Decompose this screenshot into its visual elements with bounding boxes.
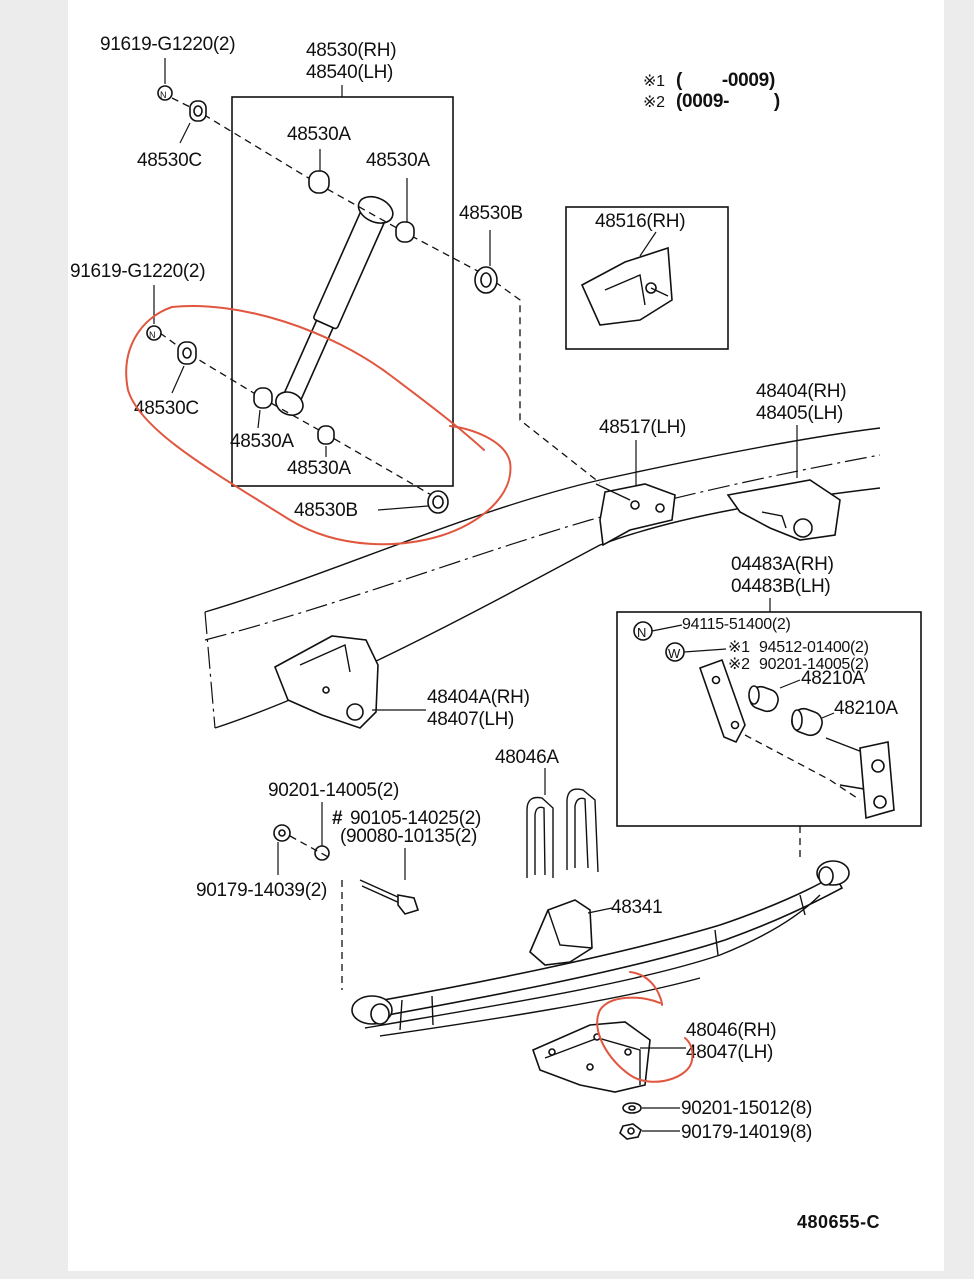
shackle-plate: [698, 658, 746, 744]
cushion-c-mid: [177, 341, 197, 365]
shackle-nut-label: 94115-51400(2): [682, 616, 790, 633]
bracket-48516: [580, 246, 673, 326]
nut-90179: [273, 824, 291, 842]
washer-8-label: 90201-15012(8): [681, 1098, 812, 1119]
cushion-c-top-label: 48530C: [137, 150, 202, 171]
cushion-a-2-label: 48530A: [366, 150, 430, 171]
retainer-b-bottom-label: 48530B: [294, 500, 358, 521]
cushion-a-4: [317, 425, 335, 445]
bolt-top-label: 91619-G1220(2): [100, 34, 235, 55]
cushion-a-1: [308, 170, 330, 194]
washer-90201-15012: [622, 1102, 642, 1114]
bushing-48210a-2: [791, 707, 823, 737]
hanger-lh-label: 48405(LH): [756, 403, 843, 424]
note-2-mark: ※2: [643, 94, 665, 111]
seat-lh-label: 48047(LH): [686, 1042, 773, 1063]
bushing-48210a-1: [748, 685, 779, 713]
leaf-spring: [351, 860, 850, 1037]
cushion-a-3-label: 48530A: [230, 431, 294, 452]
diagram-sheet: [68, 0, 944, 1271]
retainer-b-top: [474, 266, 498, 294]
figure-code: 480655-C: [797, 1212, 880, 1232]
shackle-rh-label: 04483A(RH): [731, 554, 834, 575]
front-hanger: [273, 635, 379, 729]
absorber-lh-label: 48540(LH): [306, 62, 393, 83]
shock-absorber: [275, 195, 394, 416]
bolt-90105-label: 90105-14025(2): [350, 808, 481, 829]
shackle-n-mark: N: [633, 621, 653, 641]
shackle-w-mark: W: [665, 642, 685, 662]
rear-hanger: [726, 479, 841, 541]
bushing-2-label: 48210A: [834, 698, 898, 719]
bolt-hash-mark: #: [332, 808, 343, 829]
retainer-b-top-label: 48530B: [459, 203, 523, 224]
shackle-washer2-mark: ※2: [728, 656, 750, 673]
cushion-a-3: [253, 387, 273, 409]
shackle-bolt-plate: [825, 737, 895, 820]
absorber-rh-label: 48530(RH): [306, 40, 396, 61]
bracket-48516-label: 48516(RH): [595, 211, 685, 232]
cushion-a-1-label: 48530A: [287, 124, 351, 145]
svg-text:W: W: [668, 646, 681, 661]
notes-legend: ※1 ( -0009) ※2 (0009- ): [643, 70, 780, 112]
nut-90179-14019: [619, 1123, 642, 1140]
seat-rh-label: 48046(RH): [686, 1020, 776, 1041]
cushion-c-mid-label: 48530C: [134, 398, 199, 419]
note-1-mark: ※1: [643, 73, 665, 90]
svg-text:N: N: [160, 90, 167, 100]
shackle-washer-label: 94512-01400(2): [759, 639, 869, 656]
bolt-mid-nut: N: [146, 325, 162, 341]
red-annotation-shock: [125, 305, 512, 546]
bolt-top-nut: N: [157, 85, 173, 101]
front-hanger-rh-label: 48404A(RH): [427, 687, 530, 708]
note-1-text: ( -0009): [676, 70, 775, 91]
note-2-text: (0009- ): [676, 91, 780, 112]
cushion-a-4-label: 48530A: [287, 458, 351, 479]
hanger-rh-label: 48404(RH): [756, 381, 846, 402]
red-annotation-seat: [596, 971, 694, 1083]
u-bolt-1: [526, 796, 554, 878]
shackle-box: [616, 611, 922, 827]
nut-8-label: 90179-14019(8): [681, 1122, 812, 1143]
bracket-48517: [595, 483, 676, 547]
bolt-mid-label: 91619-G1220(2): [70, 261, 205, 282]
shackle-washer-mark: ※1: [728, 639, 750, 656]
svg-text:N: N: [149, 330, 156, 340]
spacer-48341-label: 48341: [611, 897, 662, 918]
bushing-1-label: 48210A: [801, 668, 865, 689]
cushion-c-top: [189, 100, 207, 122]
spring-seat: [532, 1021, 651, 1093]
bracket-48516-box: [565, 206, 729, 350]
nut-90179-label: 90179-14039(2): [196, 880, 327, 901]
svg-text:N: N: [637, 625, 646, 640]
bracket-48517-label: 48517(LH): [599, 417, 686, 438]
shackle-washer2-label: 90201-14005(2): [759, 656, 869, 673]
washer-90201-label: 90201-14005(2): [268, 780, 399, 801]
retainer-b-bottom: [427, 490, 449, 514]
shackle-lh-label: 04483B(LH): [731, 576, 830, 597]
u-bolt-2: [566, 788, 599, 873]
ubolt-label: 48046A: [495, 747, 559, 768]
front-hanger-lh-label: 48407(LH): [427, 709, 514, 730]
spacer-48341: [529, 899, 593, 966]
bolt-90080-label: (90080-10135(2): [340, 826, 477, 847]
bolt-90105: [359, 879, 420, 915]
cushion-a-2: [395, 221, 415, 243]
